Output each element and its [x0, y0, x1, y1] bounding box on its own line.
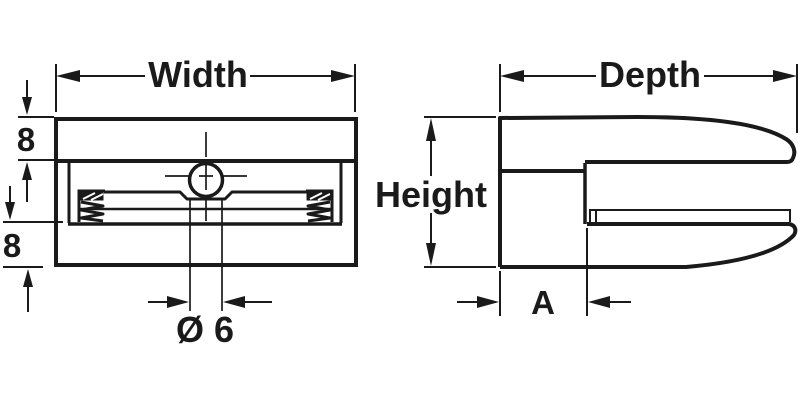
left-spring: [77, 189, 105, 223]
offset-a-dimension-label: A: [531, 284, 555, 321]
offset-a-extension-lines: [499, 228, 588, 316]
width-dimension-label: Width: [148, 54, 248, 95]
side-view: Depth Height A: [375, 54, 798, 321]
bottom-band-dimension-label: 8: [3, 227, 21, 264]
height-arrowhead-up: [426, 118, 436, 141]
right-spring-bracket: [306, 189, 334, 222]
offset-a-arrowhead-right: [588, 296, 610, 308]
left-spring-bracket: [77, 189, 105, 222]
side-upper-jaw-outline: [498, 115, 797, 267]
top-band-extension-lines: [18, 116, 62, 161]
depth-dimension-label: Depth: [599, 54, 701, 95]
top-band-arrowhead-down: [22, 97, 32, 115]
height-arrowhead-down: [426, 243, 436, 266]
top-band-dimension-label: 8: [17, 121, 35, 158]
depth-extension-lines: [499, 64, 798, 133]
width-arrowhead-right: [331, 70, 355, 82]
depth-arrowhead-left: [500, 70, 524, 82]
hole-diameter-dimension: Ø 6: [148, 198, 272, 350]
mounting-hole: [187, 161, 225, 199]
left-spring-coil: [79, 200, 105, 223]
hole-diameter-arrowhead-right: [223, 296, 245, 308]
hole-diameter-extension-lines: [189, 198, 223, 311]
right-spring-cap-hatch: [309, 192, 331, 201]
height-dimension-label: Height: [375, 174, 487, 215]
glass-liner-pad: [589, 209, 791, 223]
width-arrowhead-left: [56, 70, 80, 82]
front-body-outline: [54, 117, 358, 267]
width-dimension: Width: [55, 54, 356, 112]
depth-arrowhead-right: [773, 70, 797, 82]
hole-diameter-arrowhead-left: [167, 296, 189, 308]
right-spring: [306, 189, 334, 223]
left-spring-cap-hatch: [82, 192, 104, 201]
bottom-band-arrowhead-up: [23, 269, 33, 287]
top-band-dimension: 8: [17, 80, 62, 202]
top-band-arrowhead-up: [22, 162, 32, 180]
side-lower-jaw-outline: [500, 222, 798, 269]
offset-a-dimension: A: [457, 228, 631, 321]
height-extension-lines: [424, 116, 496, 268]
hole-diameter-label: Ø 6: [176, 309, 234, 350]
bottom-band-dimension: 8: [3, 186, 63, 312]
offset-a-arrowhead-left: [477, 296, 499, 308]
depth-dimension: Depth: [499, 54, 798, 133]
width-extension-lines: [55, 64, 356, 112]
height-dimension: Height: [375, 116, 496, 268]
right-spring-coil: [306, 200, 332, 223]
bottom-band-extension-lines: [3, 221, 63, 268]
bottom-band-arrowhead-down: [5, 202, 15, 220]
bottom-band-arrow-lines: [9, 186, 29, 312]
front-view: Width 8 8 Ø 6: [3, 54, 358, 350]
